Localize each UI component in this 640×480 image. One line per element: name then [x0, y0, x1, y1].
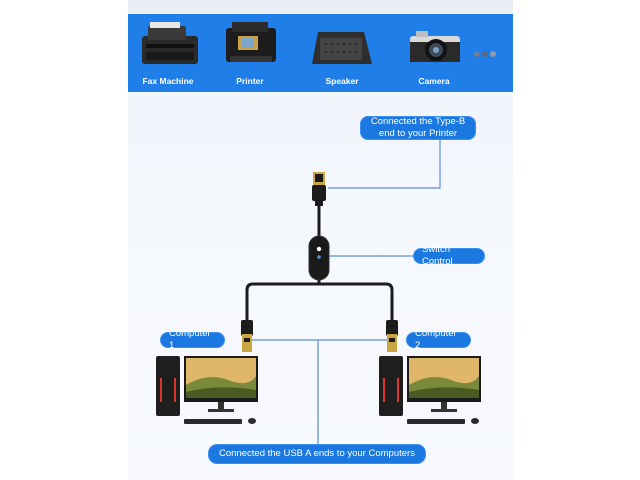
callout-line: Connected the Type-B — [370, 116, 466, 128]
carousel-dot[interactable] — [474, 51, 480, 57]
device-speaker: Speaker — [302, 14, 382, 92]
printer-icon — [226, 22, 276, 62]
computer-1 — [156, 356, 258, 424]
callout-computer-2: Computer 2 — [406, 328, 471, 351]
usb-a-connector-right — [386, 320, 398, 352]
pc-tower-icon — [156, 356, 180, 416]
device-label: Fax Machine — [142, 76, 194, 86]
callout-switch-control: Switch Control — [413, 244, 485, 267]
device-fax: Fax Machine — [128, 14, 208, 92]
device-label: Speaker — [325, 76, 359, 86]
usb-type-b-connector — [312, 172, 326, 206]
top-strip — [128, 0, 513, 14]
device-label: Camera — [418, 76, 450, 86]
callout-type-b: Connected the Type-B end to your Printer — [360, 116, 476, 140]
callout-line: end to your Printer — [378, 128, 458, 139]
switch-control — [308, 235, 330, 281]
pc-tower-icon — [379, 356, 403, 416]
device-label: Printer — [236, 76, 264, 86]
cable — [245, 203, 394, 324]
speaker-icon — [312, 32, 372, 64]
carousel-dot[interactable] — [490, 51, 496, 57]
device-camera: Camera — [394, 14, 474, 92]
keyboard-icon — [184, 419, 242, 424]
device-printer: Printer — [210, 14, 290, 92]
cable-diagram — [156, 138, 481, 445]
carousel-dots[interactable] — [474, 44, 498, 62]
leader-lines — [250, 138, 441, 445]
camera-icon — [410, 31, 460, 62]
fax-machine-icon — [142, 22, 198, 64]
computer-2 — [379, 356, 481, 424]
usb-a-connector-left — [241, 320, 253, 352]
callout-usb-a: Connected the USB A ends to your Compute… — [208, 444, 426, 464]
device-banner: Fax Machine Printer — [128, 14, 513, 92]
keyboard-icon — [407, 419, 465, 424]
product-panel: Fax Machine Printer — [128, 0, 513, 480]
callout-computer-1: Computer 1 — [160, 328, 225, 351]
carousel-dot[interactable] — [482, 51, 488, 57]
